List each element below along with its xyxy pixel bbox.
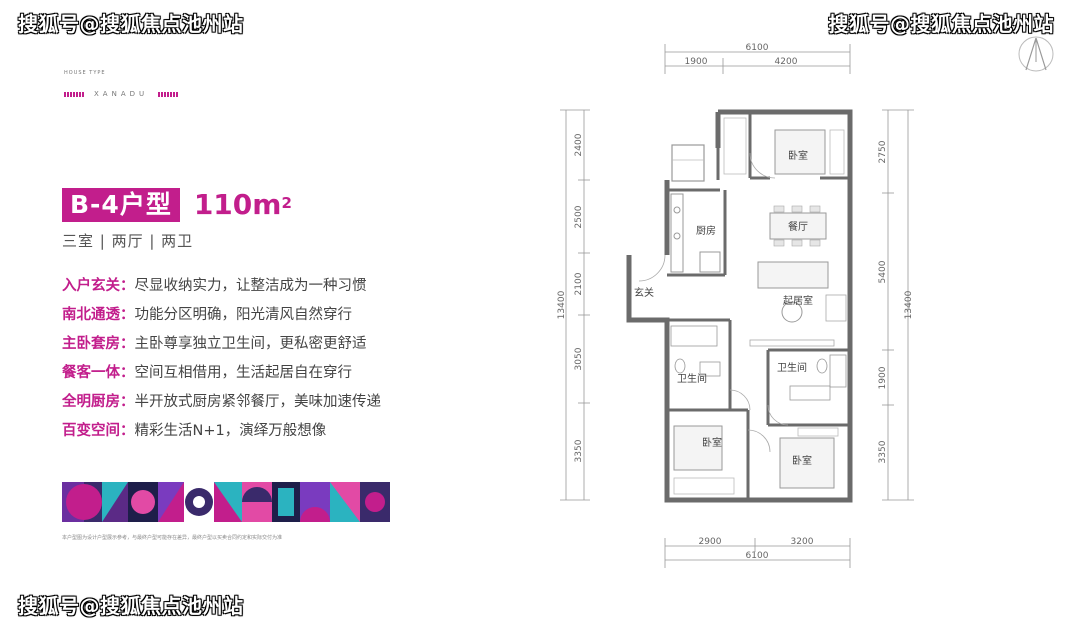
feature-item: 主卧套房：主卧尊享独立卫生间，更私密更舒适: [62, 330, 381, 359]
unit-area-value: 110m: [193, 188, 282, 221]
feature-label: 入户玄关：: [62, 278, 135, 294]
outer-walls: [626, 109, 853, 503]
door-swings: [638, 152, 789, 453]
right-dimensions: [882, 109, 914, 501]
watermark-bottom-left: 搜狐号@搜狐焦点池州站: [18, 594, 244, 618]
bedside-top: [829, 129, 845, 175]
dim-right-3: 1900: [878, 366, 888, 389]
brand-bar-right: [158, 91, 179, 97]
room-bath-right: 卫生间: [777, 361, 807, 374]
feature-item: 全明厨房：半开放式厨房紧邻餐厅，美味加速传递: [62, 388, 381, 417]
armchair: [825, 294, 847, 322]
brand-bar-left: [64, 91, 84, 97]
feature-label: 南北通透：: [62, 307, 135, 323]
unit-area-sup: 2: [281, 194, 292, 212]
feature-label: 餐客一体：: [62, 365, 135, 381]
interior-walls: [667, 112, 850, 500]
feature-label: 百变空间：: [62, 423, 135, 439]
wardrobe-bottom-left: [673, 477, 735, 495]
feature-text: 精彩生活N+1，演绎万般想像: [134, 423, 327, 439]
tv-cabinet: [749, 339, 835, 347]
unit-layout: 三室 | 两厅 | 两卫: [62, 232, 194, 250]
feature-text: 尽显收纳实力，让整洁成为一种习惯: [134, 278, 367, 294]
dim-bottom-total: 6100: [746, 551, 769, 561]
brand-row: XANADU: [64, 90, 179, 98]
feature-text: 半开放式厨房紧邻餐厅，美味加速传递: [134, 394, 382, 410]
room-entry: 玄关: [634, 286, 654, 299]
dim-bottom-right: 3200: [791, 537, 814, 547]
dining-chairs: [773, 205, 821, 247]
dim-left-1: 2400: [574, 133, 584, 156]
dim-right-total: 13400: [904, 290, 914, 319]
bed-bottom-left: [673, 425, 723, 471]
dim-right-2: 5400: [878, 260, 888, 283]
feature-label: 全明厨房：: [62, 394, 135, 410]
unit-title-row: B-4户型 110m2: [62, 188, 292, 222]
unit-area: 110m2: [194, 190, 292, 220]
house-type-label: HOUSE TYPE: [64, 70, 106, 76]
dim-right-1: 2750: [878, 140, 888, 163]
unit-title: B-4户型: [62, 188, 180, 222]
feature-item: 餐客一体：空间互相借用，生活起居自在穿行: [62, 359, 381, 388]
feature-text: 主卧尊享独立卫生间，更私密更舒适: [134, 336, 367, 352]
kitchen-counters: [670, 193, 721, 273]
watermark-top-right: 搜狐号@搜狐焦点池州站: [828, 12, 1054, 36]
desk-bottom-right: [797, 427, 839, 437]
dim-top-right: 4200: [775, 57, 798, 67]
room-bedroom-bottom-left: 卧室: [702, 436, 722, 449]
floor-plan: 6100 1900 4200 2900 3200 6100 13400 2400…: [557, 43, 914, 568]
feature-item: 入户玄关：尽显收纳实力，让整洁成为一种习惯: [62, 272, 381, 301]
coffee-table: [781, 301, 803, 323]
bath-right-fixtures: [789, 354, 847, 401]
compass-icon: [1018, 36, 1054, 72]
feature-label: 主卧套房：: [62, 336, 135, 352]
watermark-top-left: 搜狐号@搜狐焦点池州站: [18, 12, 244, 36]
dim-left-2: 2500: [574, 205, 584, 228]
bed-bottom-right: [779, 437, 835, 489]
dim-left-total: 13400: [557, 290, 567, 319]
dim-right-4: 3350: [878, 440, 888, 463]
dim-left-5: 3350: [574, 439, 584, 462]
room-kitchen: 厨房: [696, 224, 716, 237]
room-bedroom-top: 卧室: [788, 149, 808, 162]
feature-text: 空间互相借用，生活起居自在穿行: [134, 365, 353, 381]
dim-left-4: 3050: [574, 347, 584, 370]
room-living: 起居室: [783, 294, 813, 307]
decorative-pattern: [62, 482, 390, 522]
top-dimensions: [664, 44, 851, 74]
dim-left-3: 2100: [574, 272, 584, 295]
bath-left-fixtures: [670, 325, 721, 377]
brand-name: XANADU: [94, 90, 149, 98]
feature-text: 功能分区明确，阳光清风自然穿行: [134, 307, 353, 323]
left-dimensions: [560, 109, 590, 501]
room-dining: 餐厅: [788, 220, 808, 233]
room-bath-left: 卫生间: [677, 372, 707, 385]
dim-bottom-left: 2900: [699, 537, 722, 547]
feature-item: 百变空间：精彩生活N+1，演绎万般想像: [62, 417, 381, 446]
dim-top-left: 1900: [685, 57, 708, 67]
feature-list: 入户玄关：尽显收纳实力，让整洁成为一种习惯 南北通透：功能分区明确，阳光清风自然…: [62, 272, 381, 446]
room-bedroom-bottom-right: 卧室: [792, 454, 812, 467]
sofa: [757, 261, 829, 289]
bed-top: [774, 129, 826, 175]
dim-top-total: 6100: [746, 43, 769, 53]
feature-item: 南北通透：功能分区明确，阳光清风自然穿行: [62, 301, 381, 330]
disclaimer: 本户型图为设计户型展示参考，与最终户型可能存在差异，最终户型以买卖合同约定和实际…: [62, 535, 283, 541]
dining-table: [769, 212, 827, 240]
bottom-dimensions: [664, 538, 851, 568]
wardrobe-top: [723, 117, 747, 175]
balcony-top-left: [671, 144, 705, 182]
